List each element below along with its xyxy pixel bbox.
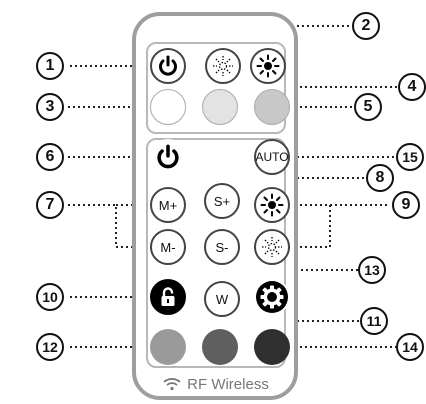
mid-gray-color-button[interactable] [254, 89, 290, 125]
power-button[interactable] [150, 139, 186, 175]
callout-13: 13 [358, 256, 386, 284]
power-icon [157, 144, 179, 169]
dark-gray-color-button[interactable] [202, 329, 238, 365]
callout-10: 10 [36, 283, 64, 311]
callout-3: 3 [36, 93, 64, 121]
brightness-up-button-top[interactable] [250, 48, 286, 84]
callout-1: 1 [36, 52, 64, 80]
callout-5: 5 [354, 93, 382, 121]
power-icon [159, 55, 177, 76]
light-gray-color-button[interactable] [202, 89, 238, 125]
power-button-top[interactable] [150, 48, 186, 84]
bright-sun-icon [256, 54, 280, 78]
top-button-panel [146, 42, 286, 134]
callout-4: 4 [398, 73, 426, 101]
lock-button[interactable] [150, 279, 186, 315]
callout-9: 9 [392, 191, 420, 219]
gray-color-button[interactable] [150, 329, 186, 365]
mode-plus-button[interactable]: M+ [150, 187, 186, 223]
mode-minus-button[interactable]: M- [150, 229, 186, 265]
brightness-up-button[interactable] [254, 187, 290, 223]
callout-2: 2 [352, 12, 380, 40]
callout-11: 11 [360, 307, 388, 335]
white-color-button[interactable] [150, 89, 186, 125]
rf-wireless-footer: RF Wireless [146, 373, 286, 395]
dim-sun-icon [213, 56, 233, 76]
bright-sun-icon [260, 193, 284, 217]
callout-6: 6 [36, 143, 64, 171]
callout-12: 12 [36, 333, 64, 361]
callout-8: 8 [366, 164, 394, 192]
dim-sun-icon [262, 237, 282, 257]
white-mode-button[interactable]: W [204, 281, 240, 317]
gear-icon [256, 281, 288, 313]
auto-button[interactable]: AUTO [254, 139, 290, 175]
brightness-down-button[interactable] [254, 229, 290, 265]
callout-15: 15 [396, 143, 424, 171]
rf-wireless-label: RF Wireless [187, 375, 269, 393]
speed-minus-button[interactable]: S- [204, 229, 240, 265]
brightness-down-button-top[interactable] [205, 48, 241, 84]
settings-button[interactable] [254, 279, 290, 315]
unlock-icon [161, 287, 175, 306]
wifi-icon [163, 378, 181, 391]
speed-plus-button[interactable]: S+ [204, 183, 240, 219]
darkest-color-button[interactable] [254, 329, 290, 365]
callout-14: 14 [396, 333, 424, 361]
callout-7: 7 [36, 191, 64, 219]
